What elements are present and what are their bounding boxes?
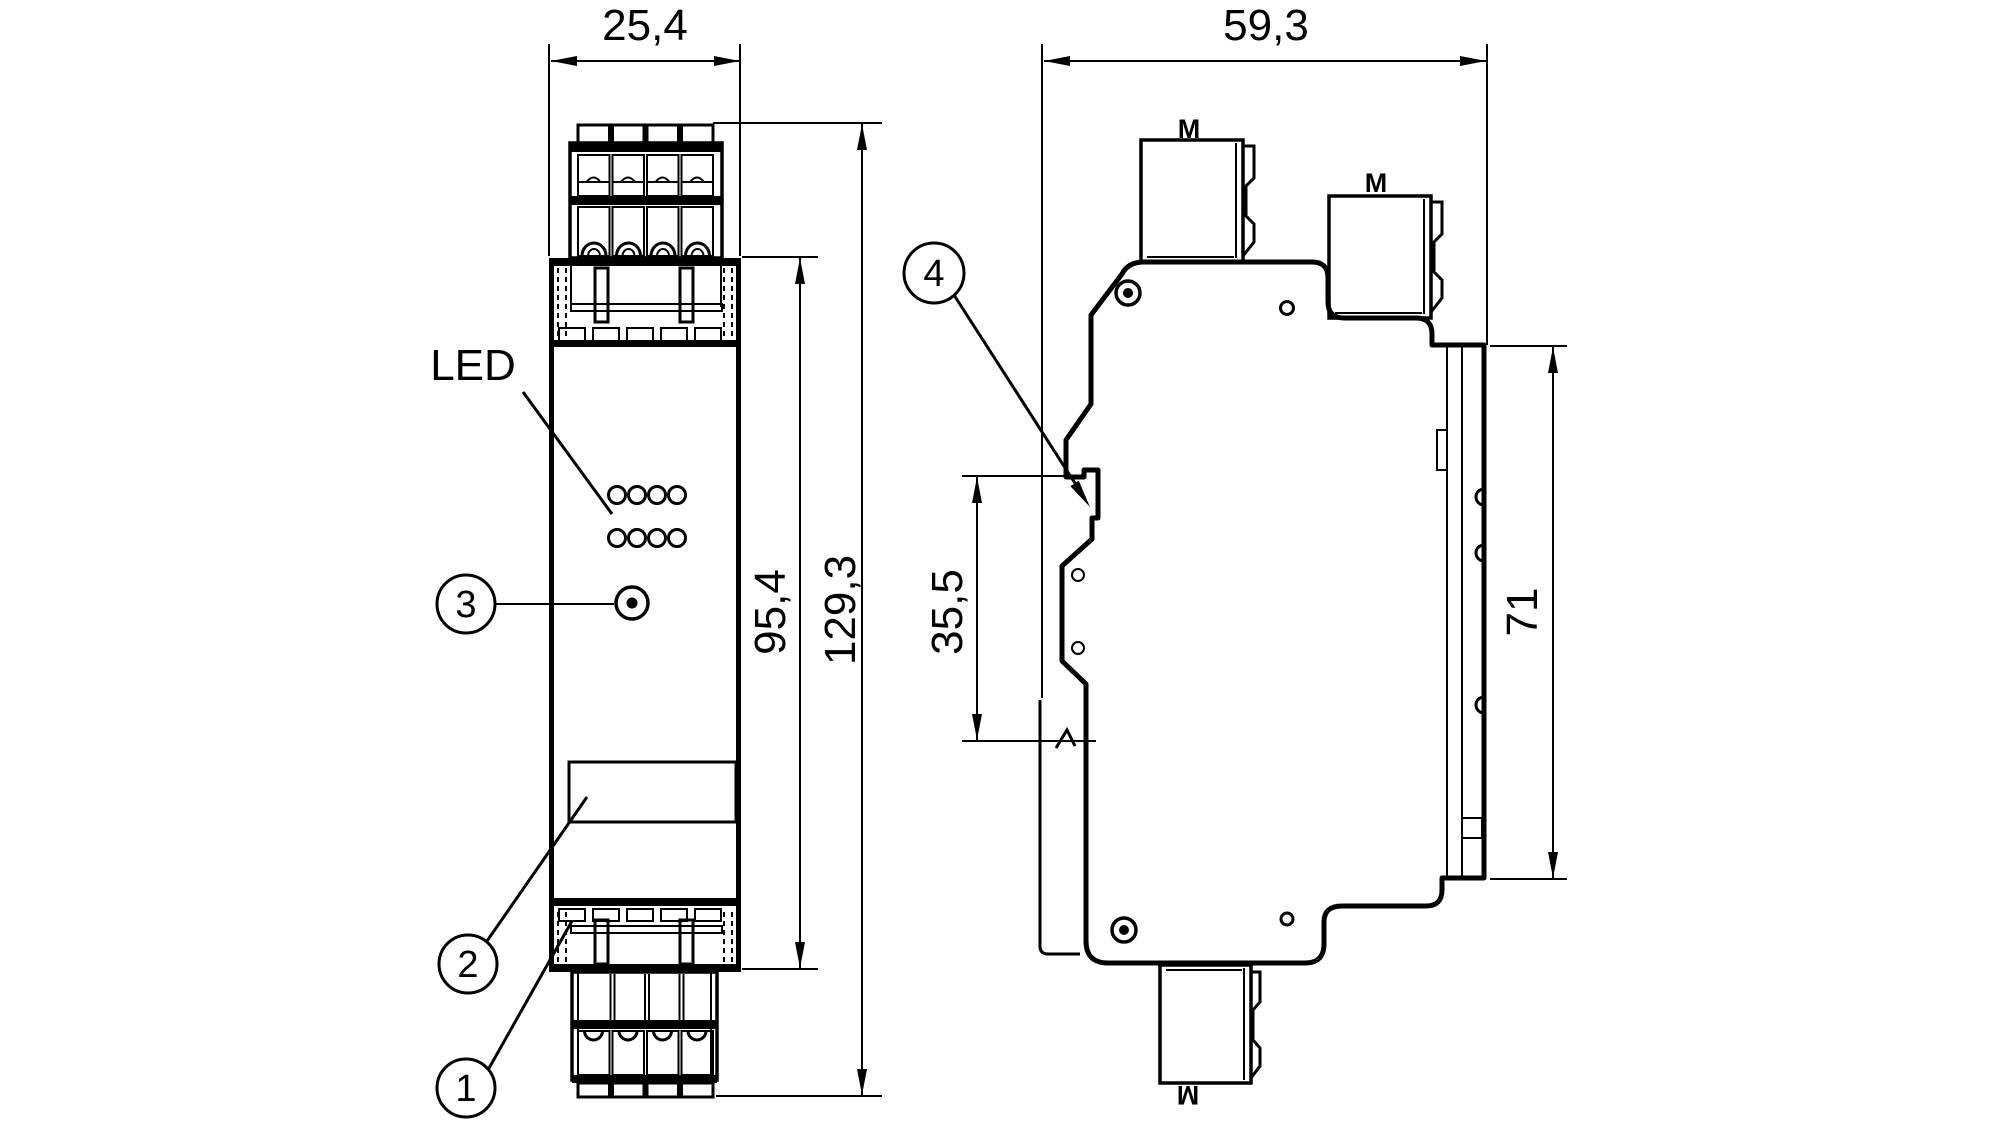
connector-pin — [678, 266, 695, 324]
dim-label-depth: 59,3 — [1223, 1, 1309, 50]
arrowhead — [857, 124, 867, 150]
led-label: LED — [430, 341, 516, 390]
rear-panel-details — [1436, 347, 1485, 876]
dimension-front-total-height: 129,3 — [713, 122, 882, 1097]
arrowhead — [795, 258, 805, 284]
hole-icon — [1279, 300, 1295, 316]
callout-4-number: 4 — [923, 253, 944, 295]
arrowhead — [857, 1069, 867, 1095]
leader-arrowhead — [1070, 480, 1090, 507]
dimension-front-width: 25,4 — [548, 1, 741, 256]
dimension-front-body-height: 95,4 — [742, 256, 818, 970]
front-view: 25,4 95,4 129,3 LED 3 — [430, 1, 882, 1119]
terminal-tab — [576, 123, 611, 145]
clip-hole — [1071, 568, 1085, 582]
connector-label: M — [1177, 1080, 1200, 1110]
arrowhead — [972, 714, 982, 740]
screw-icon — [1110, 916, 1138, 944]
front-module-body — [549, 258, 741, 972]
hole-icon — [1279, 911, 1295, 927]
terminal-lower-cells — [577, 1030, 714, 1076]
terminal-feet — [576, 1081, 715, 1099]
connector-base-notches — [558, 327, 722, 342]
arrowhead — [972, 477, 982, 503]
leader-line — [486, 920, 574, 1071]
recessed-button-icon — [614, 585, 650, 621]
front-upper-connector-base — [549, 258, 741, 347]
terminal-tab — [611, 123, 646, 145]
callout-3-number: 3 — [455, 584, 476, 626]
clip-hole — [1071, 641, 1085, 655]
led-indicator-dots-icon — [607, 485, 687, 548]
dim-label-body-height: 95,4 — [746, 569, 795, 655]
arrowhead — [551, 56, 577, 66]
fasteners — [1110, 279, 1295, 944]
spring-contact-bumps — [1474, 487, 1485, 715]
callout-2-number: 2 — [457, 944, 478, 986]
callout-2: 2 — [437, 796, 589, 995]
dim-label-total-height: 129,3 — [816, 555, 865, 665]
side-view: M M M 59,3 — [902, 1, 1567, 1110]
dim-label-width: 25,4 — [602, 1, 688, 50]
connector-base-notches — [558, 908, 722, 922]
front-bottom-terminal-block — [570, 970, 719, 1099]
terminal-bar — [570, 143, 722, 152]
callout-3: 3 — [435, 573, 614, 635]
arrowhead — [1548, 347, 1558, 373]
callout-1-number: 1 — [455, 1068, 476, 1110]
connector-latch — [1241, 144, 1256, 257]
callout-4: 4 — [902, 241, 1090, 507]
connector-latch — [1429, 200, 1444, 313]
arrowhead — [1460, 56, 1486, 66]
connector-label: M — [1178, 114, 1201, 144]
screw-icon — [1114, 279, 1142, 307]
terminal-lower-cells — [577, 206, 714, 257]
front-top-terminal-block — [568, 123, 724, 260]
leader-line — [952, 294, 1082, 492]
terminal-tab — [645, 123, 680, 145]
terminal-bar — [570, 196, 722, 205]
side-connector-bottom: M — [1158, 963, 1262, 1110]
dim-label-rear-height: 71 — [1498, 588, 1547, 637]
arrowhead — [795, 942, 805, 968]
led-annotation: LED — [430, 341, 614, 515]
leader-line — [485, 796, 589, 942]
leader-line — [521, 391, 614, 515]
side-body-outline — [1059, 259, 1487, 966]
arrowhead — [1044, 56, 1070, 66]
side-connector-top-left: M — [1139, 114, 1256, 264]
front-lower-connector-base — [549, 898, 741, 972]
connector-pin — [593, 266, 610, 324]
arrowhead — [1548, 852, 1558, 878]
side-connector-top-right: M — [1327, 168, 1444, 320]
terminal-tab — [680, 123, 715, 145]
connector-label: M — [1365, 168, 1388, 198]
arrowhead — [714, 56, 740, 66]
terminal-upper-cells — [577, 154, 714, 197]
label-field — [567, 760, 738, 824]
clip-release-hook — [1054, 726, 1077, 749]
dimension-side-depth: 59,3 — [1041, 1, 1488, 698]
callout-1: 1 — [435, 920, 574, 1119]
dimension-side-rear-height: 71 — [1490, 345, 1567, 880]
dimension-side-clip-offset: 35,5 — [923, 475, 1096, 742]
dim-label-clip-offset: 35,5 — [923, 569, 972, 655]
connector-latch — [1249, 970, 1262, 1079]
